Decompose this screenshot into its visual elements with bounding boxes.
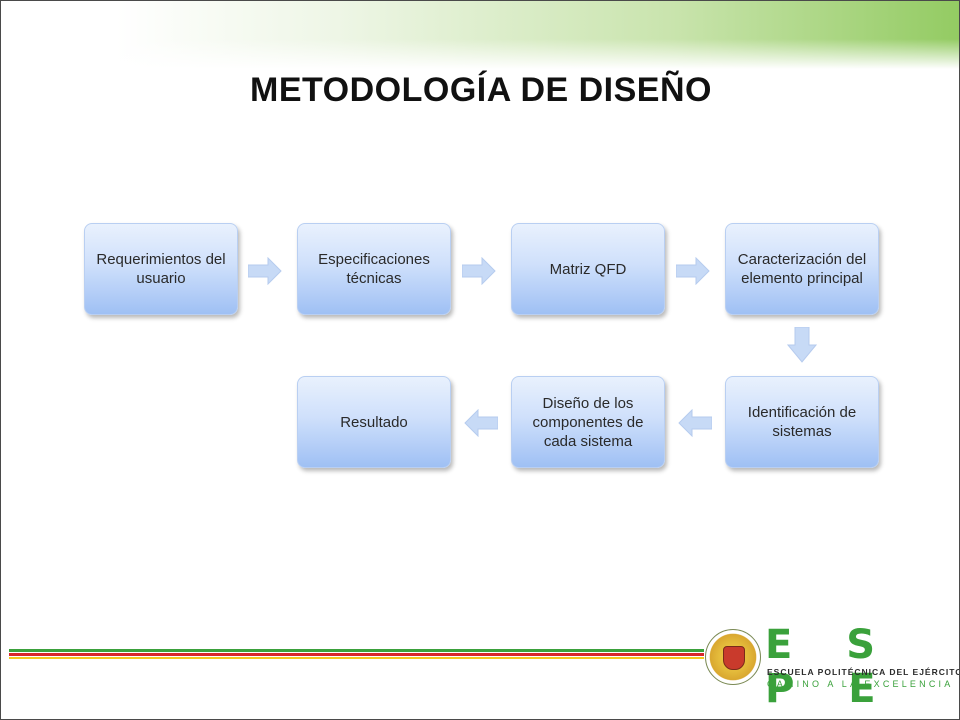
node-resultado: Resultado — [297, 376, 451, 468]
node-diseno-componentes: Diseño de los componentes de cada sistem… — [511, 376, 665, 468]
header-gradient-band — [1, 1, 959, 69]
slide-title: METODOLOGÍA DE DISEÑO — [250, 71, 712, 109]
edge-arrow-6-7 — [464, 409, 498, 437]
seal-shield-icon — [723, 646, 745, 670]
espe-brand-name: ESCUELA POLITÉCNICA DEL EJÉRCITO — [767, 667, 960, 677]
node-requerimientos-usuario: Requerimientos del usuario — [84, 223, 238, 315]
edge-arrow-1-2 — [248, 257, 282, 285]
edge-arrow-4-5 — [787, 327, 817, 363]
footer-stripe-red — [9, 653, 704, 656]
espe-brand-letters: E S P E — [765, 622, 896, 712]
edge-arrow-5-6 — [678, 409, 712, 437]
espe-logo: E S P E ESCUELA POLITÉCNICA DEL EJÉRCITO… — [701, 623, 959, 711]
espe-seal-icon — [705, 629, 761, 685]
footer-stripe-yellow — [9, 657, 704, 659]
node-especificaciones-tecnicas: Especificaciones técnicas — [297, 223, 451, 315]
footer-stripe-green — [9, 649, 704, 652]
edge-arrow-3-4 — [676, 257, 710, 285]
espe-brand-tagline: CAMINO A LA EXCELENCIA — [767, 679, 954, 689]
node-caracterizacion-elemento: Caracterización del elemento principal — [725, 223, 879, 315]
edge-arrow-2-3 — [462, 257, 496, 285]
node-identificacion-sistemas: Identificación de sistemas — [725, 376, 879, 468]
node-matriz-qfd: Matriz QFD — [511, 223, 665, 315]
